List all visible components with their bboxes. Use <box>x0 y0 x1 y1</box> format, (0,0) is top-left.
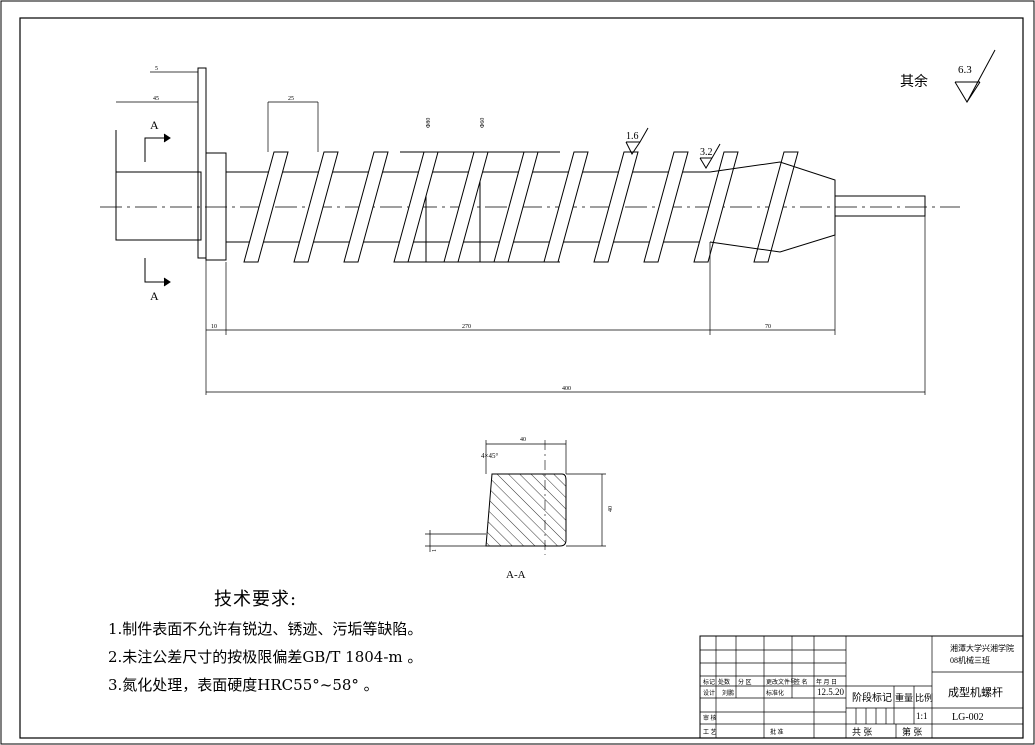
section-mark-top: A <box>150 118 159 132</box>
tech-line-1: 1.制件表面不允许有锐边、锈迹、污垢等缺陷。 <box>108 620 423 638</box>
dim-5: 5 <box>155 66 158 72</box>
tb-process: 工 艺 <box>703 728 717 736</box>
tb-class: 08机械三班 <box>950 655 990 665</box>
inner-border <box>19 17 1024 739</box>
section-mark-bottom: A <box>150 289 159 303</box>
flight <box>693 151 739 263</box>
flight <box>443 151 489 263</box>
surface-finish-value: 6.3 <box>958 64 972 76</box>
tb-school: 湘潭大学兴湘学院 <box>950 643 1014 653</box>
sec-dim-height: 40 <box>608 506 614 512</box>
section-label: A-A <box>506 569 526 581</box>
roughness-mark-2: 3.2 <box>699 143 721 169</box>
dim-phi60: Φ60 <box>480 118 486 128</box>
section-view: 40 4×45° 40 1 <box>425 437 614 552</box>
flight <box>243 151 289 263</box>
flight <box>543 151 589 263</box>
technical-requirements: 技术要求: 1.制件表面不允许有锐边、锈迹、污垢等缺陷。 2.未注公差尺寸的按极… <box>108 585 422 695</box>
dim-10: 10 <box>211 324 217 330</box>
roughness-value-1: 1.6 <box>626 131 639 142</box>
dim-phi80: Φ80 <box>426 118 432 128</box>
tb-date-h: 年 月 日 <box>816 678 837 686</box>
dim-70: 70 <box>765 324 771 330</box>
dimension-texts: 5 45 25 Φ80 Φ60 10 270 70 400 <box>153 66 771 392</box>
section-arrow-bottom: A <box>144 258 171 303</box>
tech-title: 技术要求: <box>214 589 298 610</box>
tb-date: 12.5.20 <box>817 687 845 697</box>
flight <box>753 151 799 263</box>
tb-sheet: 第 张 <box>902 726 922 737</box>
tb-total: 共 张 <box>852 727 872 737</box>
sec-dim-width: 40 <box>520 437 526 443</box>
flight <box>593 151 639 263</box>
tb-count: 处数 <box>718 678 730 686</box>
tech-line-2: 2.未注公差尺寸的按极限偏差GB/T 1804-m 。 <box>108 648 423 666</box>
surface-finish-symbol: 其余 6.3 <box>900 49 996 103</box>
tb-doc: 更改文件号 <box>766 678 796 686</box>
left-hub <box>115 67 227 261</box>
dim-270: 270 <box>462 324 471 330</box>
surface-finish-label: 其余 <box>900 73 928 90</box>
tb-design: 设计 <box>703 689 715 697</box>
tapered-end <box>709 161 926 253</box>
tb-zone: 分 区 <box>738 678 752 686</box>
tb-weight: 重量 <box>895 692 913 703</box>
tb-scale: 1:1 <box>916 711 928 721</box>
tb-stage: 阶段标记 <box>852 691 892 704</box>
screw-flights <box>243 151 799 263</box>
sec-dim-gap: 1 <box>432 549 438 552</box>
tb-mark: 标记 <box>703 678 715 686</box>
dim-400: 400 <box>562 386 571 392</box>
tech-line-3: 3.氮化处理，表面硬度HRC55°~58° 。 <box>108 676 379 694</box>
tb-sign: 签 名 <box>794 678 808 686</box>
roughness-mark-1: 1.6 <box>625 127 649 155</box>
tb-part-name: 成型机螺杆 <box>948 685 1003 699</box>
flight <box>293 151 339 263</box>
dim-25: 25 <box>288 96 294 102</box>
tb-drawing-no: LG-002 <box>952 712 984 723</box>
dim-45: 45 <box>153 96 159 102</box>
title-block-texts: 标记 处数 分 区 更改文件号 签 名 年 月 日 设计 刘鹏 标准化 审 核 … <box>703 643 1014 737</box>
flight <box>493 151 539 263</box>
flight <box>343 151 389 263</box>
tb-ratio: 比例 <box>915 692 933 703</box>
roughness-value-2: 3.2 <box>700 147 713 158</box>
section-arrow-top: A <box>144 118 171 162</box>
tb-designer: 刘鹏 <box>722 689 734 697</box>
sec-dim-chamfer: 4×45° <box>481 452 498 460</box>
title-block <box>699 635 1024 739</box>
tb-approve: 批 准 <box>770 728 784 736</box>
tb-std: 标准化 <box>766 689 784 697</box>
dimensions <box>116 71 926 395</box>
flight <box>393 151 439 263</box>
flight <box>643 151 689 263</box>
tb-check: 审 核 <box>703 714 717 722</box>
